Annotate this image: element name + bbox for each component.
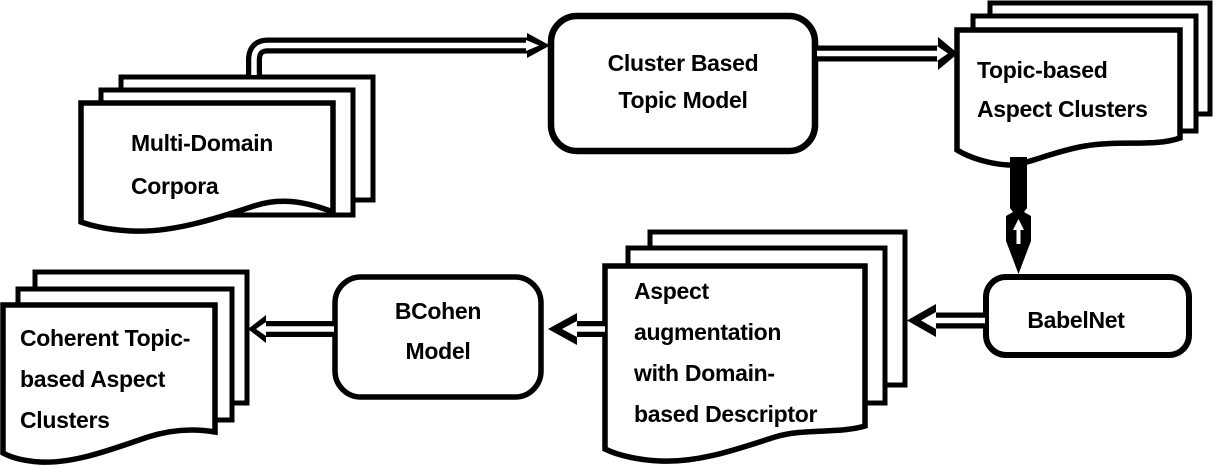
document-page: [0, 302, 218, 465]
arrow-cluster-model-to-topic-clusters: [817, 37, 958, 70]
multi-domain-corpora-label: Multi-Domain Corpora: [131, 130, 274, 199]
babelnet-label: BabelNet: [1027, 307, 1125, 333]
arrow-aspect-augmentation-to-bcohen: [548, 313, 605, 345]
aspect-augmentation-label: Aspect augmentation with Domain- based D…: [634, 278, 818, 427]
coherent-clusters-stack: [0, 269, 250, 465]
arrow-bcohen-to-coherent-clusters: [248, 315, 334, 343]
topic-based-aspect-clusters-stack: [954, 0, 1213, 168]
document-page: [602, 263, 868, 464]
arrow-topic-clusters-to-babelnet: [1006, 157, 1031, 274]
arrow-corpora-to-cluster-model: [246, 33, 550, 79]
up-arrow-icon: [1013, 219, 1024, 244]
bcohen-model-label: BCohen Model: [394, 298, 482, 364]
bcohen-model-box: [332, 274, 544, 400]
document-page: [954, 27, 1183, 168]
arrow-babelnet-to-aspect-augmentation: [907, 304, 985, 337]
babelnet-box: [983, 274, 1192, 358]
topic-based-aspect-clusters-label: Topic-based Aspect Clusters: [977, 57, 1148, 122]
multi-domain-corpora-stack: [78, 74, 376, 234]
cluster-based-topic-model-label: Cluster Based Topic Model: [607, 50, 759, 113]
aspect-augmentation-stack: [602, 229, 908, 464]
coherent-clusters-label: Coherent Topic- based Aspect Clusters: [20, 325, 191, 433]
document-page: [78, 100, 336, 234]
cluster-based-topic-model-box: [547, 12, 819, 155]
